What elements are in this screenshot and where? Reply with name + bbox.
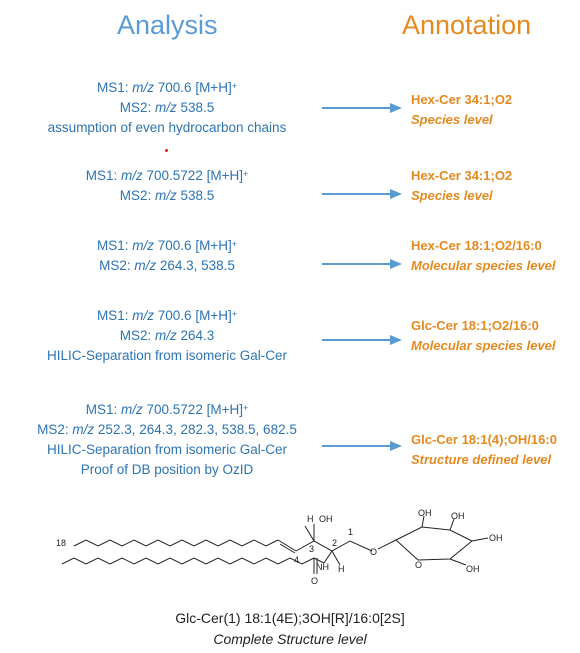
right-arrow-icon [322, 441, 402, 451]
c4-label: 4 [294, 555, 299, 565]
evidence-line: MS1: m/z 700.6 [M+H]+ [97, 238, 237, 253]
acyl-chain [61, 557, 315, 565]
annotation-level: Species level [411, 188, 493, 203]
right-arrow-icon [322, 335, 402, 345]
annotation-name: Hex-Cer 18:1;O2/16:0 [411, 238, 542, 253]
evidence-line: MS2: m/z 538.5 [119, 100, 215, 115]
analysis-header: Analysis [117, 10, 218, 40]
double-bond [277, 539, 297, 552]
annotation-name: Hex-Cer 34:1;O2 [411, 92, 513, 107]
glucosylceramide-structure: 18 4 3 2 1 H OH NH H O O O OH OH OH OH [56, 508, 503, 586]
annotation-level: Molecular species level [411, 258, 556, 273]
evidence-line: MS2: m/z 538.5 [119, 188, 215, 203]
evidence-line: HILIC-Separation from isomeric Gal-Cer [46, 442, 288, 457]
oh-1-label: OH [418, 508, 432, 518]
evidence-line: MS2: m/z 252.3, 264.3, 282.3, 538.5, 682… [37, 422, 297, 437]
h-top-label: H [307, 514, 314, 524]
red-dot-mark [165, 149, 168, 152]
structure-level: Complete Structure level [213, 631, 367, 647]
evidence-line: Proof of DB position by OzID [80, 462, 254, 477]
annotation-name: Hex-Cer 34:1;O2 [411, 168, 513, 183]
c18-label: 18 [56, 538, 66, 548]
atom-labels: 18 4 3 2 1 H OH NH H O O O OH OH OH OH [56, 508, 503, 586]
ms-evidence: MS1: m/z 700.5722 [M+H]+ MS2: m/z 252.3, … [8, 400, 326, 480]
annotation-name: Glc-Cer 18:1;O2/16:0 [411, 318, 539, 333]
glucose-ring [395, 526, 473, 561]
oh-c3-label: OH [319, 514, 333, 524]
oh-2-label: OH [451, 511, 465, 521]
oh-3-label: OH [489, 533, 503, 543]
right-arrow-icon [322, 259, 402, 269]
ms-evidence: MS1: m/z 700.5722 [M+H]+ MS2: m/z 538.5 [8, 166, 326, 206]
evidence-line: assumption of even hydrocarbon chains [47, 120, 287, 135]
evidence-line: MS1: m/z 700.6 [M+H]+ [97, 80, 237, 95]
right-arrow-icon [322, 103, 402, 113]
annotation-name: Glc-Cer 18:1(4);OH/16:0 [411, 432, 557, 447]
oh-4-label: OH [466, 564, 480, 574]
nh-label: NH [316, 562, 329, 572]
evidence-line: MS1: m/z 700.5722 [M+H]+ [85, 402, 249, 417]
c1-label: 1 [348, 527, 353, 537]
h-bottom-label: H [338, 564, 345, 574]
evidence-line: HILIC-Separation from isomeric Gal-Cer [46, 348, 288, 363]
annotation-level: Molecular species level [411, 338, 556, 353]
ms-evidence: MS1: m/z 700.6 [M+H]+ MS2: m/z 538.5 assum… [8, 78, 326, 138]
evidence-line: MS1: m/z 700.5722 [M+H]+ [85, 168, 249, 183]
sphingoid-chain [73, 539, 279, 547]
evidence-line: MS2: m/z 264.3, 538.5 [99, 258, 235, 273]
annotation-level: Structure defined level [411, 452, 552, 467]
annotation-header: Annotation [402, 10, 532, 40]
structure-name: Glc-Cer(1) 18:1(4E);3OH[R]/16:0[2S] [175, 610, 405, 626]
c3-label: 3 [309, 544, 314, 554]
evidence-line: MS2: m/z 264.3 [119, 328, 215, 343]
c2-label: 2 [332, 538, 337, 548]
o-ring-label: O [415, 560, 422, 570]
annotation-level: Species level [411, 112, 493, 127]
right-arrow-icon [322, 189, 402, 199]
ms-evidence: MS1: m/z 700.6 [M+H]+ MS2: m/z 264.3, 538… [8, 236, 326, 276]
o-carbonyl-label: O [311, 576, 318, 586]
evidence-line: MS1: m/z 700.6 [M+H]+ [97, 308, 237, 323]
o-link-label: O [370, 547, 377, 557]
